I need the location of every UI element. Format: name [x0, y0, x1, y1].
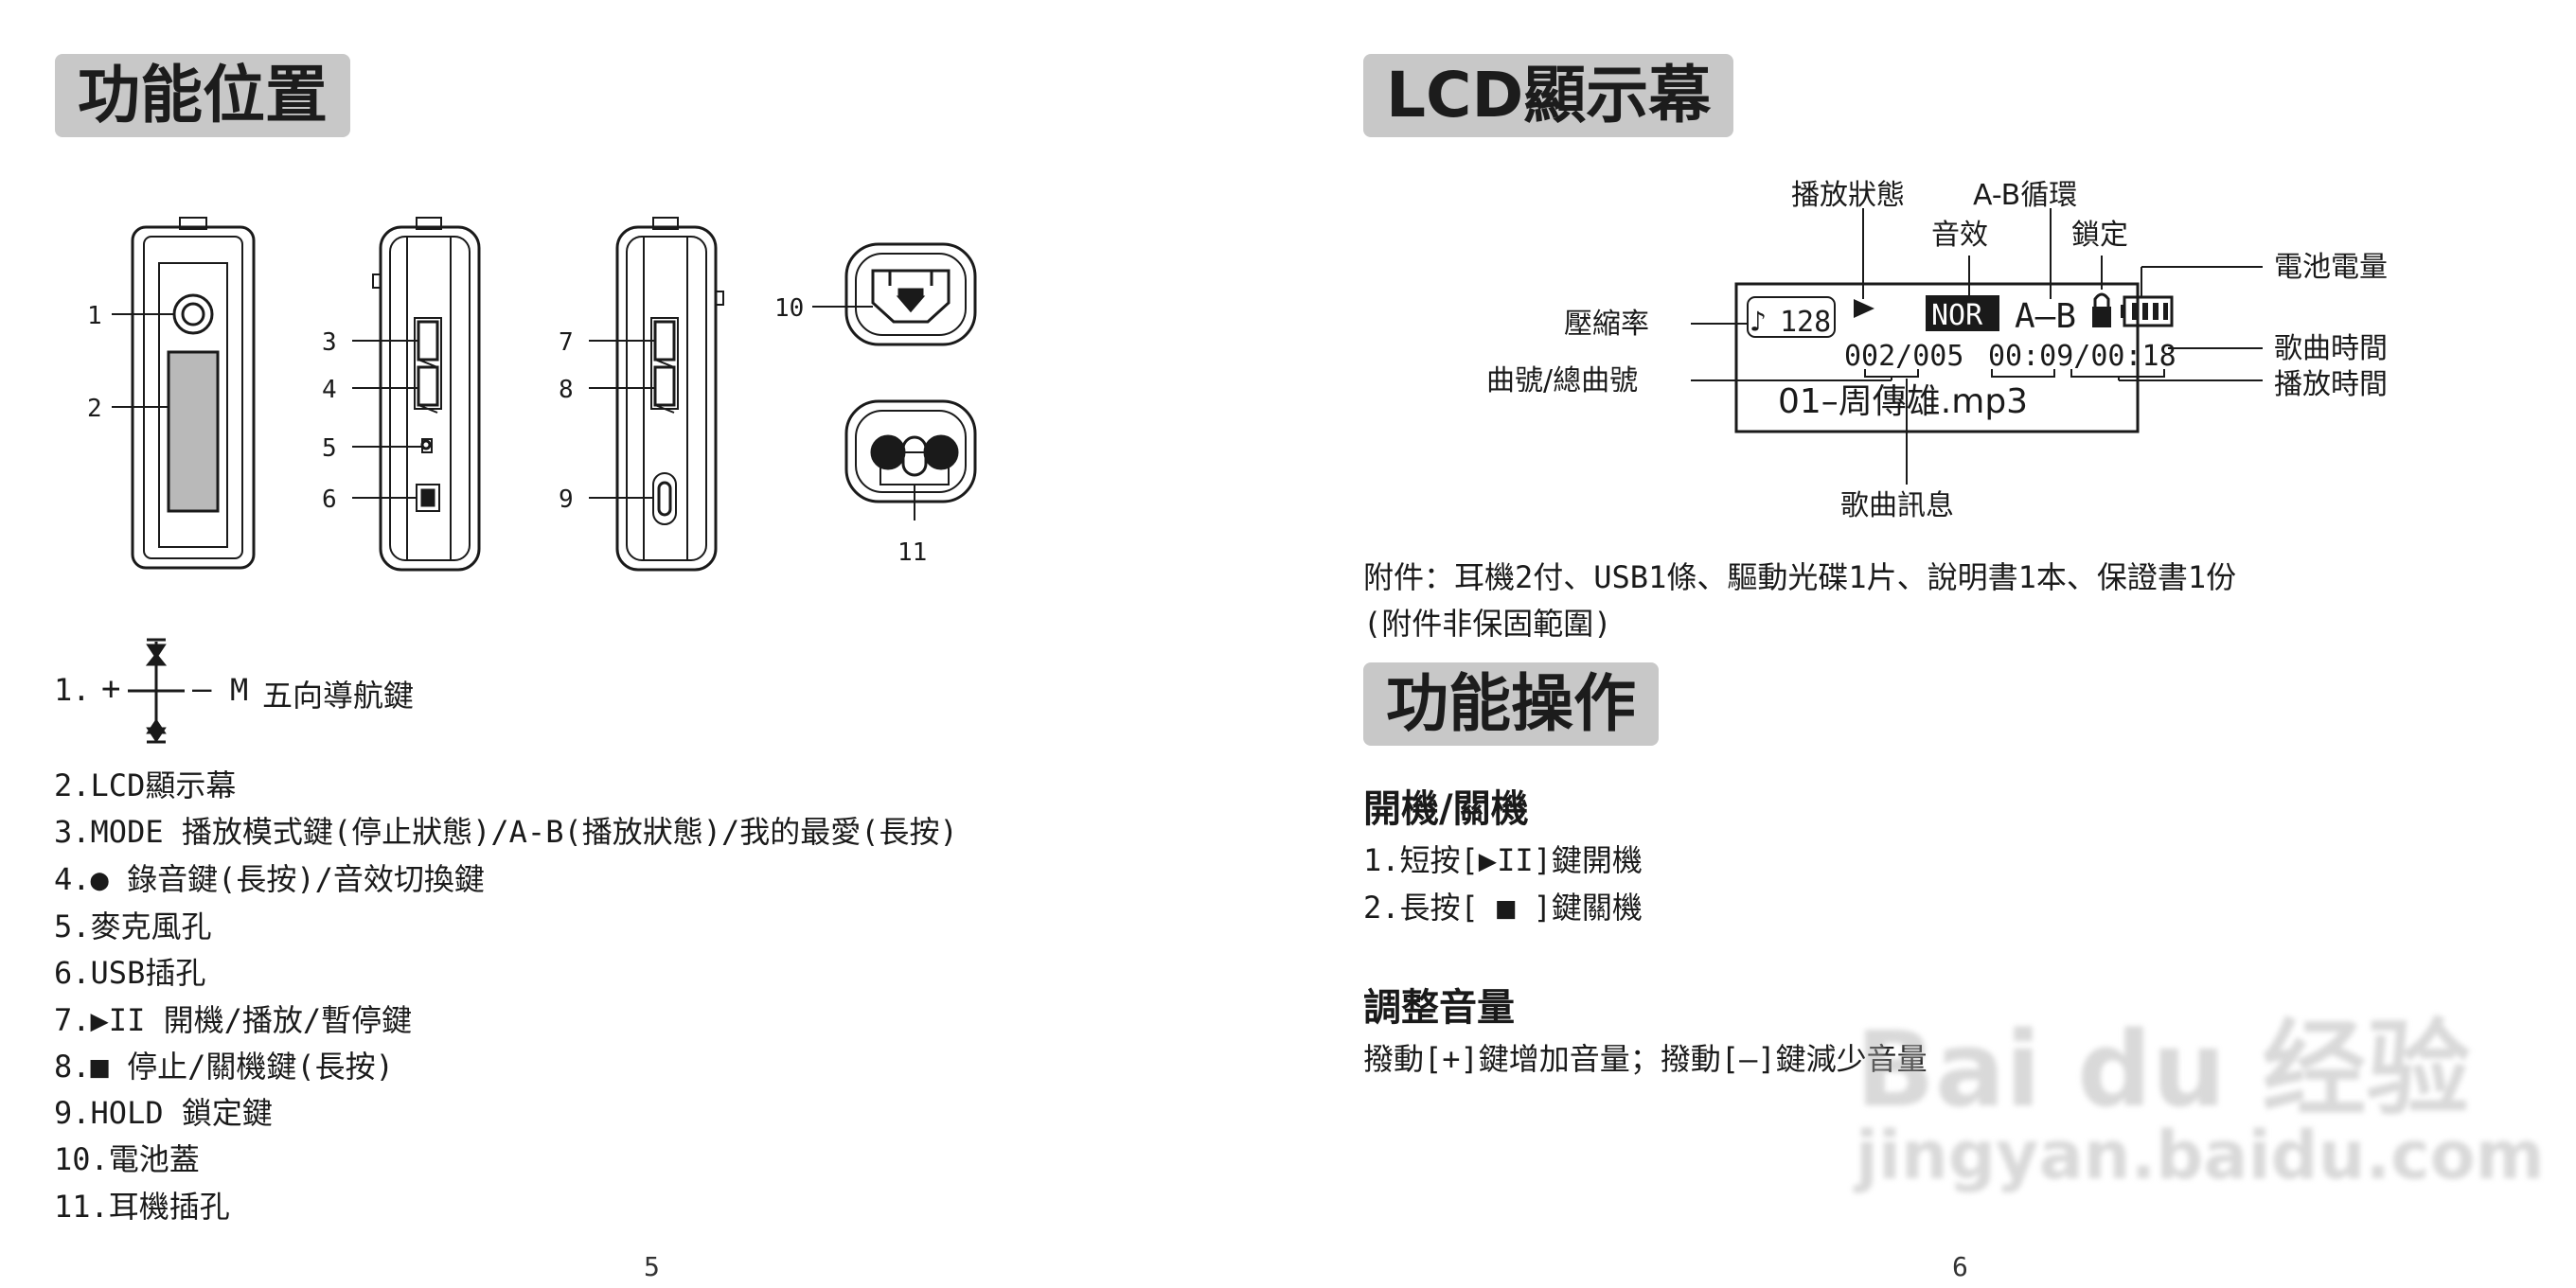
accessories-note: (附件非保固範圍) — [1363, 606, 1612, 642]
device-diagram: 1 2 3 4 5 6 7 8 9 10 11 — [87, 217, 977, 572]
lcd-track: 002/005 — [1844, 340, 1963, 373]
lcd-song: 01–周傳雄.mp3 — [1778, 382, 2028, 421]
watermark-url: jingyan.baidu.com — [1856, 1117, 2545, 1194]
nav-key-m: M — [230, 672, 249, 708]
device-side-view-a — [372, 217, 481, 572]
diagram-number-8: 8 — [559, 376, 574, 404]
legend-item-9: 9.HOLD 鎖定鍵 — [54, 1095, 273, 1131]
diagram-number-6: 6 — [322, 485, 337, 514]
section-heading-operation: 功能操作 — [1363, 662, 1659, 746]
music-note-icon: ♪ — [1750, 306, 1767, 339]
nav-key-minus: – — [192, 670, 212, 708]
label-compression: 壓縮率 — [1564, 308, 1649, 341]
label-song-info: 歌曲訊息 — [1840, 489, 1954, 522]
lcd-screen — [1734, 282, 2140, 433]
label-ab-loop: A-B循環 — [1973, 179, 2077, 212]
legend-item-6: 6.USB插孔 — [54, 955, 206, 991]
device-front-view — [131, 217, 256, 570]
diagram-number-9: 9 — [559, 485, 574, 514]
earphone-jack-view — [844, 399, 977, 520]
legend-item-3: 3.MODE 播放模式鍵(停止狀態)/A-B(播放狀態)/我的最愛(長按) — [54, 814, 958, 850]
nav-key-label: 五向導航鍵 — [262, 678, 415, 714]
diagram-number-11: 11 — [897, 538, 927, 567]
label-play-time: 播放時間 — [2274, 368, 2388, 401]
power-title: 開機/關機 — [1363, 787, 1529, 831]
battery-icon — [2121, 295, 2174, 327]
lcd-ab: A–B — [2015, 297, 2076, 336]
power-step-2: 2.長按[ ■ ]鍵關機 — [1363, 890, 1643, 926]
watermark-logo: Bai du 经验 — [1856, 1009, 2471, 1130]
legend-item-7: 7.▶II 開機/播放/暫停鍵 — [54, 1002, 413, 1038]
diagram-number-3: 3 — [322, 328, 337, 357]
lock-icon — [2092, 292, 2111, 327]
page-number-right: 6 — [1952, 1251, 1968, 1282]
section-heading-function-location: 功能位置 — [55, 54, 350, 137]
lcd-diagram: ♪ 128 NOR A–B 002/005 00:09/00:18 01–周傳雄… — [1486, 179, 2388, 522]
label-play-state: 播放狀態 — [1791, 179, 1905, 212]
diagram-number-5: 5 — [322, 434, 337, 463]
accessories-text: 附件：耳機2付、USB1條、驅動光碟1片、說明書1本、保證書1份 — [1363, 559, 2237, 595]
volume-text: 撥動[+]鍵增加音量；撥動[–]鍵減少音量 — [1363, 1041, 1928, 1077]
legend-item-1: 1. + – M 五向導航鍵 — [54, 634, 622, 748]
legend-item-5: 5.麥克風孔 — [54, 909, 212, 944]
play-state-icon — [1854, 299, 1874, 318]
diagram-number-1: 1 — [87, 302, 102, 330]
nav-key-plus: + — [101, 670, 121, 708]
battery-cover-view — [844, 242, 977, 346]
five-way-nav-icon — [128, 638, 185, 744]
lcd-time: 00:09/00:18 — [1988, 340, 2176, 373]
legend-item-8: 8.■ 停止/關機鍵(長按) — [54, 1049, 394, 1085]
section-heading-lcd: LCD顯示幕 — [1363, 54, 1734, 137]
legend-item-10: 10.電池蓋 — [54, 1141, 200, 1177]
label-song-time: 歌曲時間 — [2274, 332, 2388, 365]
diagram-number-10: 10 — [774, 294, 804, 323]
diagram-number-4: 4 — [322, 376, 337, 404]
page-number-left: 5 — [644, 1251, 660, 1282]
power-step-1: 1.短按[▶II]鍵開機 — [1363, 842, 1643, 878]
label-track-no: 曲號/總曲號 — [1486, 364, 1638, 397]
legend-item-1-number: 1. — [54, 672, 91, 708]
diagram-number-7: 7 — [559, 328, 574, 357]
legend-item-2: 2.LCD顯示幕 — [54, 768, 237, 803]
legend-item-4: 4.● 錄音鍵(長按)/音效切換鍵 — [54, 861, 485, 897]
lcd-eq: NOR — [1931, 299, 1983, 332]
label-battery: 電池電量 — [2274, 251, 2388, 284]
volume-title: 調整音量 — [1363, 986, 1515, 1030]
device-side-view-b — [615, 217, 724, 572]
label-sound-effect: 音效 — [1931, 219, 1988, 252]
legend-item-11: 11.耳機插孔 — [54, 1189, 230, 1225]
label-lock: 鎖定 — [2071, 219, 2128, 252]
diagram-number-2: 2 — [87, 395, 102, 423]
lcd-bitrate: 128 — [1780, 306, 1831, 339]
